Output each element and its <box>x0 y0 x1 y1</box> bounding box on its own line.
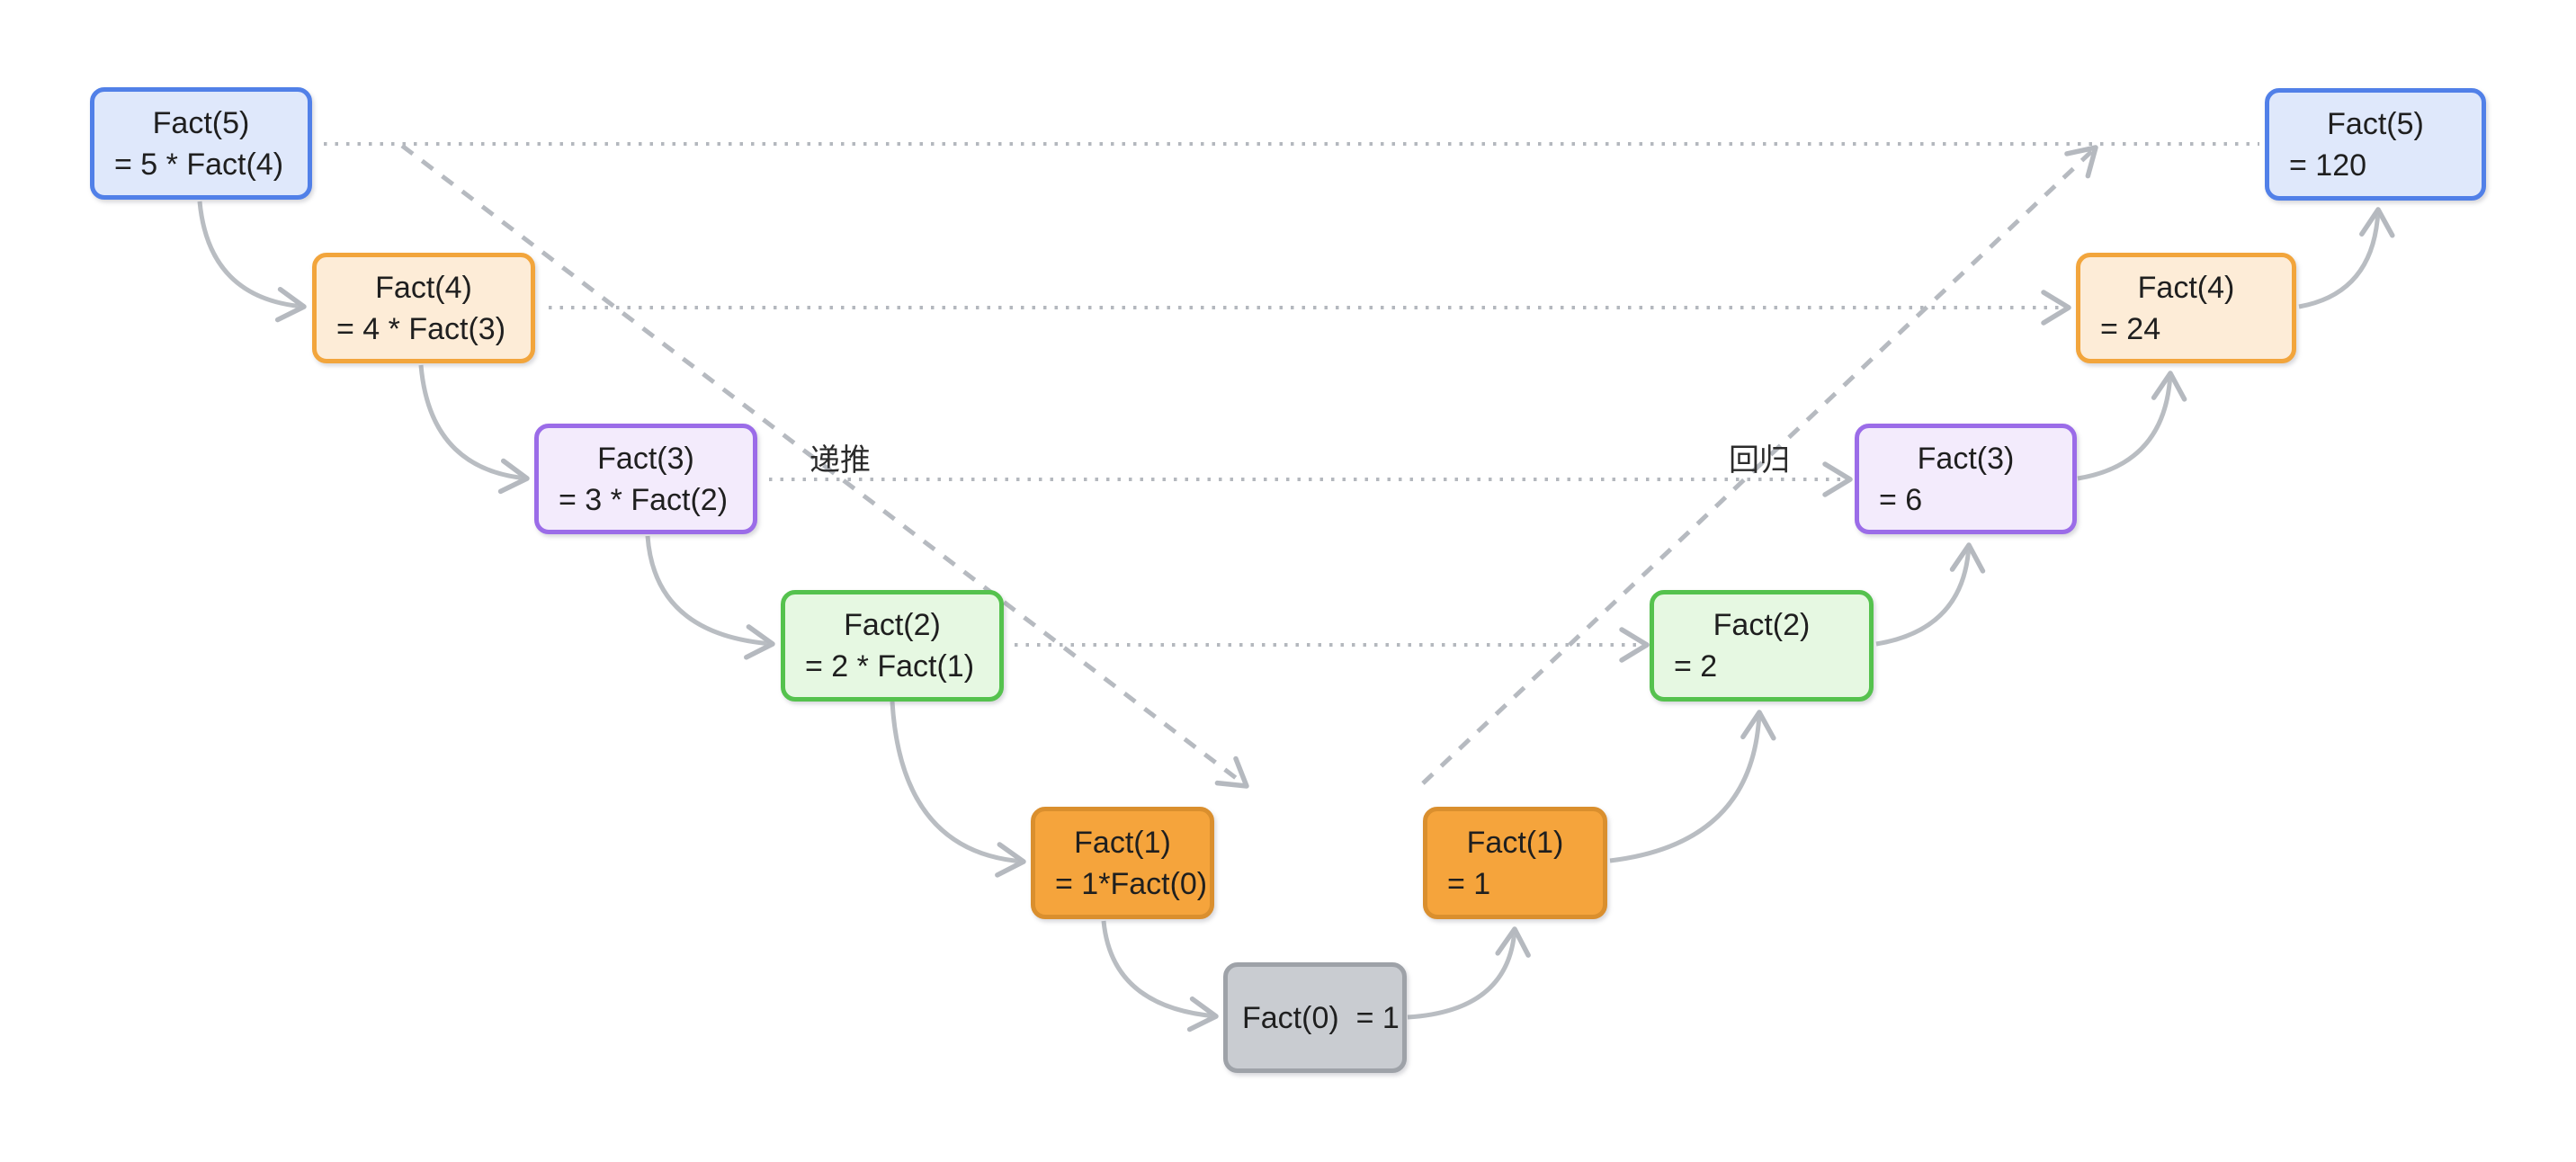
node-return-fact2: Fact(2) = 2 <box>1650 590 1874 702</box>
node-expression: = 3 * Fact(2) <box>559 482 729 517</box>
node-title: Fact(1) <box>1074 825 1171 860</box>
node-return-fact5: Fact(5) = 120 <box>2265 88 2486 201</box>
node-title: Fact(4) <box>2137 270 2235 305</box>
arrow-ret3-to-ret4 <box>2077 371 2187 481</box>
arrow-ret1-to-ret2 <box>1609 710 1776 863</box>
node-title: Fact(0) = 1 <box>1242 1000 1400 1035</box>
node-return-fact3: Fact(3) = 6 <box>1855 424 2077 534</box>
node-result: = 24 <box>2100 311 2161 346</box>
node-expression: = 4 * Fact(3) <box>336 311 506 346</box>
label-recursion-phase: 递推 <box>809 443 871 478</box>
dashed-descend-arrow <box>400 144 1249 789</box>
node-return-fact4: Fact(4) = 24 <box>2076 253 2296 363</box>
node-call-fact2: Fact(2) = 2 * Fact(1) <box>781 590 1004 702</box>
node-call-fact5: Fact(5) = 5 * Fact(4) <box>90 87 312 200</box>
node-title: Fact(5) <box>152 105 250 140</box>
node-title: Fact(4) <box>375 270 472 305</box>
node-call-fact4: Fact(4) = 4 * Fact(3) <box>312 253 535 363</box>
node-title: Fact(3) <box>1917 441 2015 476</box>
node-title: Fact(2) <box>844 608 941 642</box>
node-base-fact0: Fact(0) = 1 <box>1223 962 1407 1073</box>
node-call-fact1: Fact(1) = 1*Fact(0) <box>1031 807 1214 919</box>
dashed-ascend-arrow <box>1421 145 2098 785</box>
arrow-ret2-to-ret3 <box>1875 542 1986 647</box>
node-result: = 6 <box>1879 482 1923 517</box>
node-result: = 1 <box>1447 866 1491 901</box>
node-expression: = 2 * Fact(1) <box>805 649 975 684</box>
label-return-phase: 回归 <box>1729 443 1790 478</box>
node-call-fact3: Fact(3) = 3 * Fact(2) <box>534 424 757 534</box>
arrow-call3-to-call2 <box>645 535 775 660</box>
node-expression: = 1*Fact(0) <box>1055 866 1208 901</box>
node-title: Fact(2) <box>1713 608 1811 642</box>
node-title: Fact(1) <box>1466 825 1564 860</box>
arrow-call4-to-call3 <box>418 364 530 495</box>
node-result: = 2 <box>1674 649 1718 684</box>
node-return-fact1: Fact(1) = 1 <box>1423 807 1607 919</box>
node-title: Fact(5) <box>2327 106 2424 141</box>
node-expression: = 5 * Fact(4) <box>114 147 284 182</box>
node-result: = 120 <box>2289 147 2367 183</box>
arrow-call5-to-call4 <box>197 201 307 323</box>
arrow-ret4-to-ret5 <box>2298 207 2395 309</box>
arrow-base-to-ret1 <box>1407 926 1531 1020</box>
arrow-call1-to-base <box>1101 920 1219 1032</box>
node-title: Fact(3) <box>597 441 694 476</box>
arrow-call2-to-call1 <box>890 701 1026 878</box>
